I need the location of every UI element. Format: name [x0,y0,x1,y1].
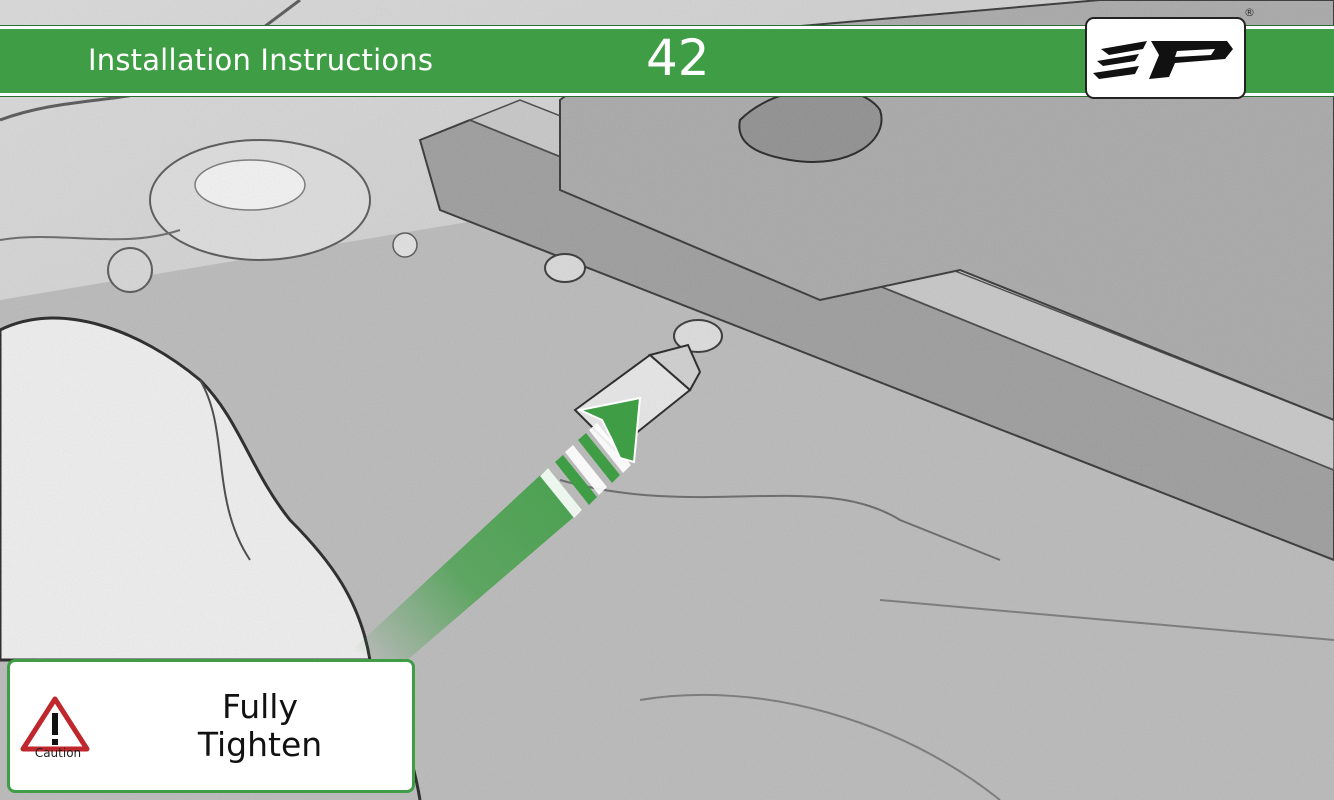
page-number: 42 [646,28,710,88]
caution-message: Fully Tighten [160,688,360,764]
ep-logo [1085,17,1246,99]
caution-line-1: Fully [160,688,360,726]
caution-line-2: Tighten [160,726,360,764]
caution-panel: Caution Fully Tighten [7,659,415,793]
document-title: Installation Instructions [88,40,433,80]
registered-trademark: ® [1244,6,1255,19]
caution-label: Caution [26,746,90,760]
